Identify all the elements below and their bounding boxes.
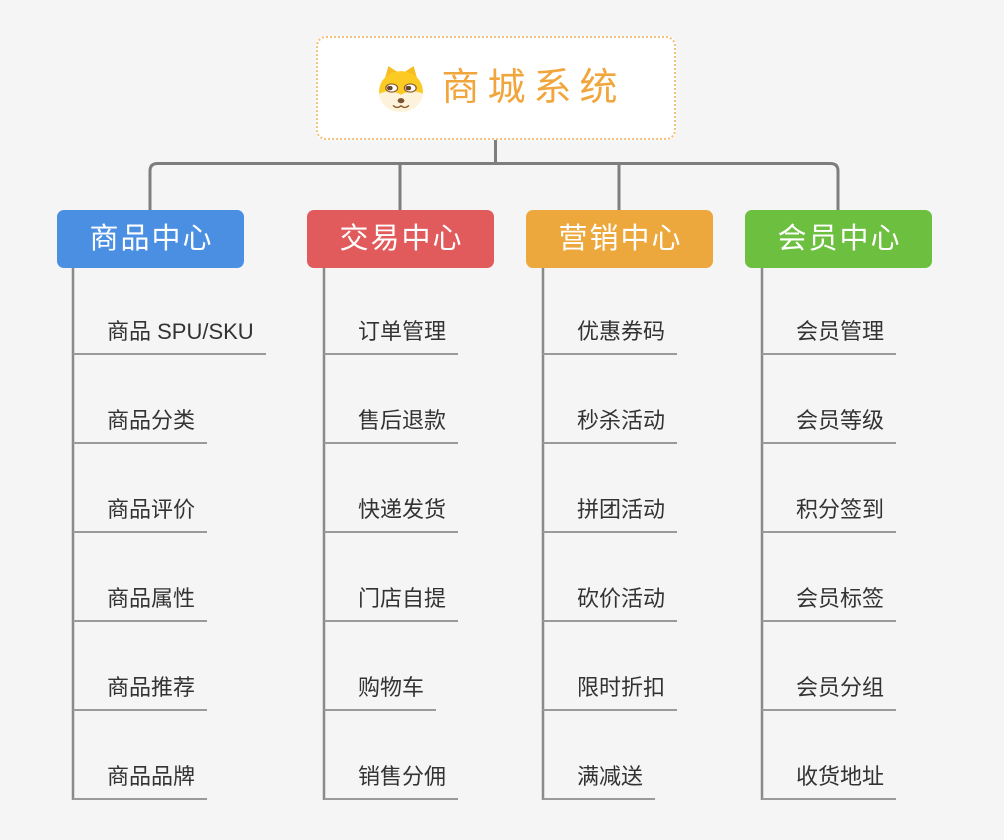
mindmap-leaf-node[interactable]: 快递发货 <box>324 444 459 533</box>
branch-node-label: 营销中心 <box>558 222 683 255</box>
leaf-label: 商品推荐 <box>73 675 208 711</box>
branch-node-2[interactable]: 营销中心 <box>526 210 713 268</box>
mindmap-leaf-node[interactable]: 会员分组 <box>762 622 897 711</box>
leaf-label: 会员管理 <box>762 319 897 355</box>
mindmap-leaf-node[interactable]: 砍价活动 <box>543 533 678 622</box>
mindmap-leaf-node[interactable]: 商品分类 <box>73 355 266 444</box>
leaf-label: 限时折扣 <box>543 675 678 711</box>
mindmap-leaf-node[interactable]: 订单管理 <box>324 266 459 355</box>
leaf-label: 满减送 <box>543 764 656 800</box>
branch-node-label: 交易中心 <box>339 222 464 255</box>
leaf-label: 会员等级 <box>762 408 897 444</box>
root-node-title: 商城系统 <box>441 67 626 109</box>
mindmap-leaf-node[interactable]: 商品推荐 <box>73 622 266 711</box>
leaf-label: 积分签到 <box>762 497 897 533</box>
branch-leaf-column: 会员管理会员等级积分签到会员标签会员分组收货地址 <box>762 266 897 800</box>
leaf-label: 会员分组 <box>762 675 897 711</box>
mindmap-leaf-node[interactable]: 积分签到 <box>762 444 897 533</box>
mindmap-leaf-node[interactable]: 商品属性 <box>73 533 266 622</box>
leaf-label: 商品评价 <box>73 497 208 533</box>
leaf-label: 售后退款 <box>324 408 459 444</box>
leaf-label: 商品分类 <box>73 408 208 444</box>
leaf-label: 收货地址 <box>762 764 897 800</box>
shiba-dog-icon <box>379 66 424 112</box>
mindmap-leaf-node[interactable]: 会员等级 <box>762 355 897 444</box>
leaf-label: 拼团活动 <box>543 497 678 533</box>
mindmap-leaf-node[interactable]: 售后退款 <box>324 355 459 444</box>
leaf-label: 门店自提 <box>324 586 459 622</box>
leaf-label: 商品 SPU/SKU <box>73 319 266 355</box>
mindmap-leaf-node[interactable]: 商品评价 <box>73 444 266 533</box>
mindmap-leaf-node[interactable]: 秒杀活动 <box>543 355 678 444</box>
branch-bus-line <box>148 162 840 210</box>
leaf-label: 优惠券码 <box>543 319 678 355</box>
branch-node-label: 商品中心 <box>89 222 214 255</box>
mindmap-leaf-node[interactable]: 满减送 <box>543 711 677 800</box>
mindmap-leaf-node[interactable]: 商品 SPU/SKU <box>73 266 266 355</box>
mindmap-leaf-node[interactable]: 购物车 <box>324 622 458 711</box>
leaf-label: 购物车 <box>324 675 437 711</box>
mindmap-leaf-node[interactable]: 门店自提 <box>324 533 459 622</box>
leaf-label: 秒杀活动 <box>543 408 678 444</box>
mindmap-leaf-node[interactable]: 会员管理 <box>762 266 897 355</box>
branch-node-label: 会员中心 <box>777 222 902 255</box>
branch-node-3[interactable]: 会员中心 <box>745 210 932 268</box>
branch-leaf-column: 商品 SPU/SKU 商品分类商品评价商品属性商品推荐商品品牌 <box>73 266 266 800</box>
leaf-label: 销售分佣 <box>324 764 459 800</box>
leaf-label: 快递发货 <box>324 497 459 533</box>
mindmap-leaf-node[interactable]: 优惠券码 <box>543 266 678 355</box>
leaf-label: 砍价活动 <box>543 586 678 622</box>
branch-node-0[interactable]: 商品中心 <box>57 210 244 268</box>
mindmap-leaf-node[interactable]: 拼团活动 <box>543 444 678 533</box>
branch-leaf-column: 订单管理售后退款快递发货门店自提购物车销售分佣 <box>324 266 459 800</box>
leaf-label: 商品品牌 <box>73 764 208 800</box>
mindmap-leaf-node[interactable]: 商品品牌 <box>73 711 266 800</box>
branch-leaf-column: 优惠券码秒杀活动拼团活动砍价活动限时折扣满减送 <box>543 266 678 800</box>
mindmap-leaf-node[interactable]: 收货地址 <box>762 711 897 800</box>
mindmap-root-node[interactable]: 商城系统 <box>316 36 676 140</box>
mindmap-leaf-node[interactable]: 限时折扣 <box>543 622 678 711</box>
mindmap-leaf-node[interactable]: 销售分佣 <box>324 711 459 800</box>
mindmap-leaf-node[interactable]: 会员标签 <box>762 533 897 622</box>
leaf-label: 商品属性 <box>73 586 208 622</box>
branch-node-1[interactable]: 交易中心 <box>307 210 494 268</box>
leaf-label: 订单管理 <box>324 319 459 355</box>
leaf-label: 会员标签 <box>762 586 897 622</box>
